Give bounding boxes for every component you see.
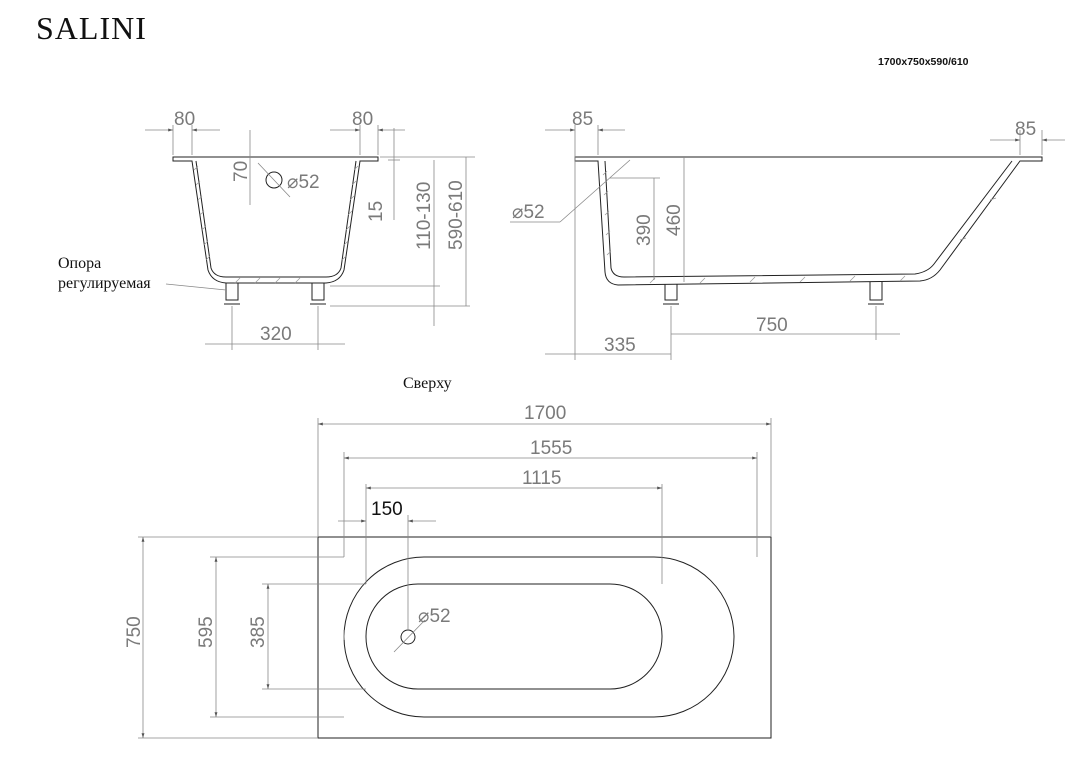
side-foot-offset-dim: 335 <box>604 335 636 356</box>
top-view: Сверху ⌀52 1700 1555 1115 150 750 595 <box>124 375 772 739</box>
side-inner-shell <box>604 160 1013 278</box>
side-outer-shell <box>574 156 1043 286</box>
side-feet-spacing-dim: 750 <box>756 315 788 336</box>
front-drain-circle <box>265 171 283 189</box>
top-drain-diameter-dim: ⌀52 <box>418 606 451 627</box>
front-height-range-dim: 590-610 <box>446 180 467 250</box>
top-total-width-dim: 750 <box>124 616 145 648</box>
side-hatch <box>602 170 997 284</box>
side-left-rim-dim: 85 <box>572 109 593 130</box>
front-depth-range-dim: 110-130 <box>414 182 435 250</box>
top-bottom-width-dim: 385 <box>248 616 269 648</box>
side-outer-depth-dim: 460 <box>664 204 685 236</box>
top-inner-length-dim: 1555 <box>530 438 572 459</box>
support-label-line1: Опора <box>58 255 101 272</box>
top-bottom-length-dim: 1115 <box>522 468 561 489</box>
front-drain-diameter-dim: ⌀52 <box>287 172 320 193</box>
front-drain-offset-dim: 70 <box>231 161 252 182</box>
front-feet-spacing-dim: 320 <box>260 324 292 345</box>
front-bottom-thickness-dim: 15 <box>366 201 387 222</box>
product-title: SALINI <box>36 10 147 46</box>
top-inner-width-dim: 595 <box>196 616 217 648</box>
side-drain-diameter-dim: ⌀52 <box>512 202 545 223</box>
top-bottom-area <box>365 583 663 690</box>
front-right-rim-dim: 80 <box>352 109 373 130</box>
top-outer-rect <box>317 536 772 739</box>
top-inner-bowl <box>343 556 735 718</box>
side-right-foot <box>869 282 883 301</box>
front-right-foot <box>311 283 325 301</box>
dimensions-spec: 1700x750x590/610 <box>878 56 969 68</box>
side-inner-depth-dim: 390 <box>634 214 655 246</box>
top-view-label: Сверху <box>403 375 452 392</box>
top-drain-offset-dim: 150 <box>371 499 403 520</box>
support-label-line2: регулируемая <box>58 275 151 292</box>
front-left-foot <box>225 283 239 301</box>
front-hatch <box>193 165 359 284</box>
front-left-rim-dim: 80 <box>174 109 195 130</box>
front-inner-shell <box>195 160 357 278</box>
front-outer-shell <box>172 156 379 284</box>
side-left-foot <box>664 284 678 301</box>
top-total-length-dim: 1700 <box>524 403 566 424</box>
front-view: 80 80 70 ⌀52 15 110-130 590-610 320 Опор… <box>58 109 475 350</box>
side-right-rim-dim: 85 <box>1015 119 1036 140</box>
side-view: 85 85 ⌀52 390 460 335 750 <box>510 109 1065 360</box>
